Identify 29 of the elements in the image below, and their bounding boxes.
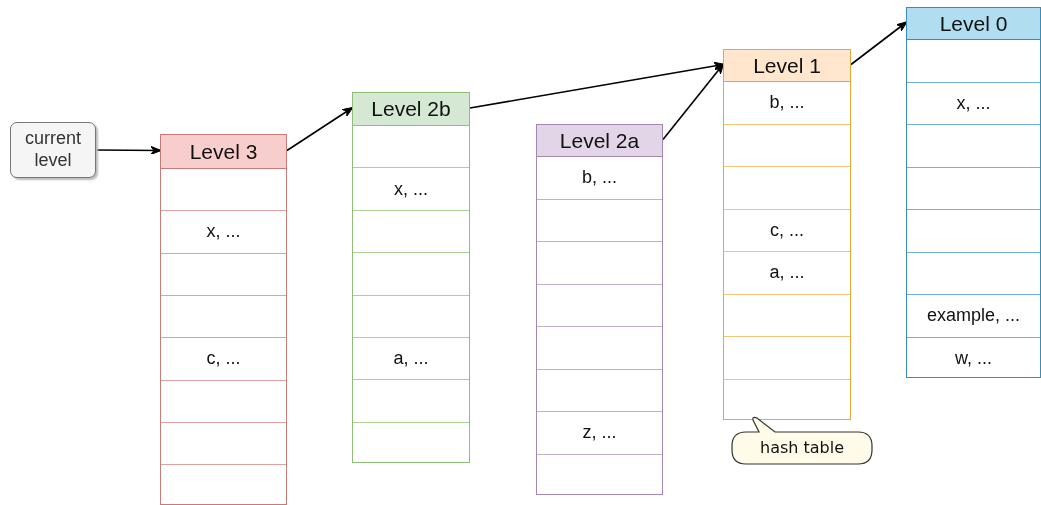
- hash-table: [536, 124, 663, 495]
- bucket-row: b, ...: [537, 156, 662, 199]
- bucket-row: z, ...: [537, 411, 662, 454]
- bucket-row: example, ...: [907, 294, 1040, 337]
- hash-table: [352, 92, 470, 464]
- arrow: [850, 21, 908, 66]
- level-header: Level 2a: [537, 125, 662, 156]
- hash-table: [160, 134, 287, 505]
- bucket-row: x, ...: [907, 81, 1040, 124]
- arrow: [469, 61, 725, 109]
- level-header: Level 0: [907, 8, 1040, 39]
- bucket-row: a, ...: [353, 337, 469, 380]
- arrow: [286, 106, 354, 152]
- arrow: [662, 63, 725, 141]
- bucket-row: a, ...: [724, 251, 850, 294]
- label-box: current level: [10, 122, 96, 178]
- bucket-row: c, ...: [724, 208, 850, 251]
- bucket-row: w, ...: [907, 336, 1040, 379]
- level-header: Level 3: [161, 135, 286, 168]
- bucket-row: c, ...: [161, 337, 286, 380]
- hash-table: [723, 49, 851, 420]
- bucket-row: b, ...: [724, 81, 850, 124]
- hash-table: [906, 7, 1041, 378]
- callout-text: hash table: [759, 438, 845, 457]
- bucket-row: x, ...: [353, 167, 469, 210]
- bucket-row: x, ...: [161, 210, 286, 253]
- level-header: Level 2b: [353, 93, 469, 125]
- arrow: [95, 145, 162, 155]
- level-header: Level 1: [724, 50, 850, 81]
